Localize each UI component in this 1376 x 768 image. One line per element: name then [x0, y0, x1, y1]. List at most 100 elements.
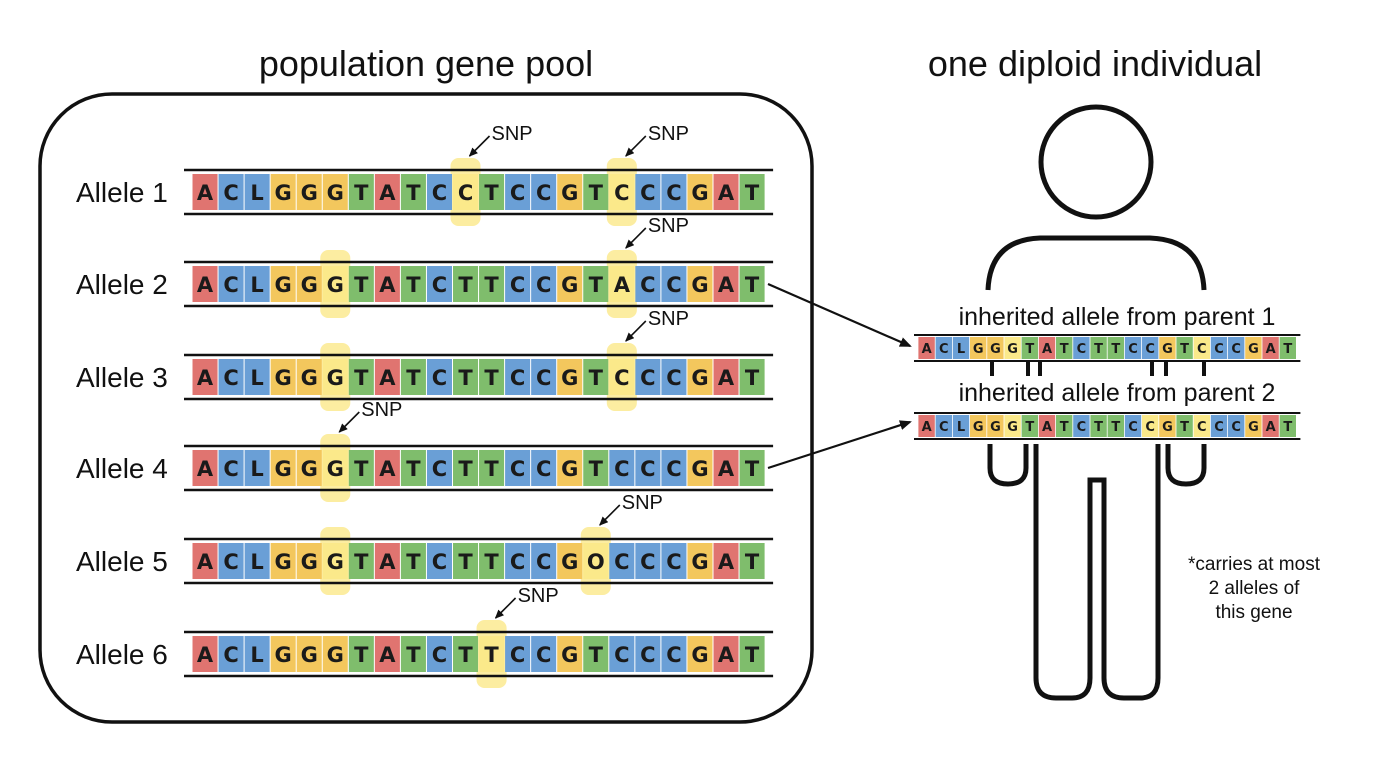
- base-cell: [1107, 337, 1124, 359]
- base-cell: [322, 543, 348, 579]
- snp-pointer-arrow: [625, 320, 647, 342]
- base-letter: C: [510, 181, 525, 205]
- base-letter: A: [718, 273, 735, 297]
- base-letter: T: [745, 273, 760, 297]
- base-letter: G: [691, 273, 708, 297]
- base-letter: A: [379, 550, 396, 574]
- base-cell: [244, 450, 270, 486]
- base-letter: T: [1025, 342, 1034, 357]
- base-letter: C: [666, 643, 681, 667]
- base-letter: C: [640, 457, 655, 481]
- base-letter: T: [458, 457, 473, 481]
- base-letter: G: [301, 273, 318, 297]
- arrow-allele4-to-parent2: [767, 420, 912, 470]
- base-cell: [218, 359, 244, 395]
- base-cell: [348, 174, 374, 210]
- base-cell: [296, 266, 322, 302]
- base-cell: [609, 636, 635, 672]
- base-letter: C: [1077, 420, 1087, 435]
- base-letter: C: [939, 342, 949, 357]
- base-cell: [479, 543, 505, 579]
- base-letter: C: [432, 643, 447, 667]
- base-cell: [531, 543, 557, 579]
- base-letter: G: [327, 273, 344, 297]
- allele-label: Allele 1: [76, 177, 168, 208]
- snp-pointer-arrow: [625, 227, 647, 249]
- base-cell: [426, 359, 452, 395]
- base-letter: G: [301, 181, 318, 205]
- base-cell: [1004, 337, 1021, 359]
- allele-label: Allele 4: [76, 453, 168, 484]
- base-letter: T: [1060, 420, 1069, 435]
- base-cell: [244, 174, 270, 210]
- base-letter: C: [939, 420, 949, 435]
- base-letter: C: [666, 550, 681, 574]
- base-letter: G: [275, 181, 292, 205]
- base-letter: L: [250, 550, 263, 574]
- base-letter: T: [1094, 420, 1103, 435]
- base-letter: A: [197, 457, 214, 481]
- base-cell: [713, 266, 739, 302]
- gene-pool-box: [38, 92, 814, 724]
- base-letter: C: [666, 273, 681, 297]
- base-letter: C: [640, 181, 655, 205]
- base-cell: [687, 543, 713, 579]
- base-cell: [1004, 415, 1021, 437]
- base-cell: [635, 450, 661, 486]
- base-cell: [1073, 337, 1090, 359]
- base-cell: [270, 636, 296, 672]
- base-cell: [453, 266, 479, 302]
- base-cell: [713, 174, 739, 210]
- base-letter: T: [354, 457, 369, 481]
- parent1-label: inherited allele from parent 1: [959, 303, 1276, 331]
- base-letter: C: [536, 273, 551, 297]
- snp-label: SNP: [648, 123, 689, 145]
- base-cell: [987, 337, 1004, 359]
- base-cell: [1090, 337, 1107, 359]
- base-letter: L: [957, 420, 965, 435]
- base-cell: [531, 174, 557, 210]
- base-cell: [244, 543, 270, 579]
- base-letter: G: [327, 366, 344, 390]
- base-letter: C: [432, 366, 447, 390]
- base-cell: [1262, 337, 1279, 359]
- note-line-2: 2 alleles of: [1209, 578, 1301, 599]
- base-cell: [426, 636, 452, 672]
- base-cell: [374, 359, 400, 395]
- base-cell: [687, 359, 713, 395]
- base-letter: T: [745, 550, 760, 574]
- base-letter: G: [691, 643, 708, 667]
- person-head: [1038, 104, 1154, 220]
- base-letter: T: [589, 366, 604, 390]
- base-letter: G: [973, 420, 984, 435]
- base-letter: A: [379, 643, 396, 667]
- base-letter: G: [561, 366, 578, 390]
- base-cell: [192, 359, 218, 395]
- base-cell: [557, 174, 583, 210]
- base-cell: [322, 359, 348, 395]
- base-letter: C: [1231, 342, 1241, 357]
- base-letter: T: [406, 457, 421, 481]
- base-letter: T: [1025, 420, 1034, 435]
- base-letter: A: [1266, 342, 1276, 357]
- base-cell: [1021, 337, 1038, 359]
- base-letter: C: [1214, 420, 1224, 435]
- base-cell: [661, 174, 687, 210]
- base-letter: A: [1042, 342, 1052, 357]
- base-letter: G: [561, 181, 578, 205]
- base-cell: [1159, 337, 1176, 359]
- base-cell: [987, 415, 1004, 437]
- base-letter: T: [745, 366, 760, 390]
- base-letter: G: [275, 643, 292, 667]
- base-cell: [661, 450, 687, 486]
- base-letter: T: [1283, 342, 1292, 357]
- base-letter: C: [1231, 420, 1241, 435]
- base-cell: [635, 266, 661, 302]
- base-letter: C: [1145, 342, 1155, 357]
- base-cell: [505, 636, 531, 672]
- base-cell: [635, 174, 661, 210]
